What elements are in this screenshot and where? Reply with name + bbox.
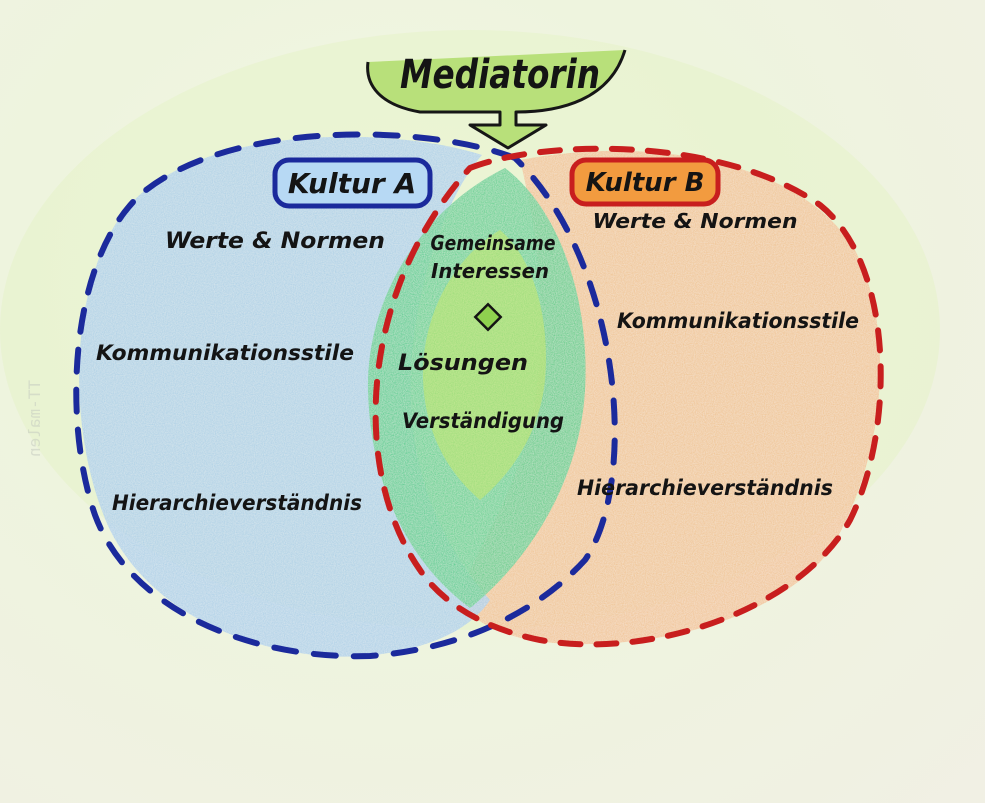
overlap-item-solutions: Lösungen bbox=[398, 351, 528, 376]
culture-a-item-communication: Kommunikationsstile bbox=[96, 341, 354, 365]
culture-a-item-hierarchy: Hierarchieverständnis bbox=[112, 491, 362, 515]
overlap-item-understanding: Verständigung bbox=[402, 409, 564, 433]
culture-b-outline bbox=[372, 145, 884, 648]
culture-b-title-box bbox=[569, 157, 721, 207]
overlap-highlight bbox=[422, 230, 546, 500]
mediator-label: Mediatorin bbox=[400, 52, 600, 98]
culture-b-item-communication: Kommunikationsstile bbox=[617, 309, 859, 333]
culture-b-title: Kultur B bbox=[586, 168, 705, 198]
culture-a-fill bbox=[79, 136, 490, 657]
culture-b-item-hierarchy: Hierarchieverständnis bbox=[577, 476, 833, 500]
overlap-item-shared: Gemeinsame bbox=[431, 231, 556, 255]
culture-a-title: Kultur A bbox=[288, 167, 416, 200]
culture-a-title-box bbox=[272, 157, 433, 209]
overlap-diamond bbox=[473, 302, 503, 332]
mediator-arrow bbox=[366, 49, 627, 150]
culture-a-outline bbox=[73, 131, 618, 660]
culture-b-item-values: Werte & Normen bbox=[593, 209, 798, 233]
culture-a-item-values: Werte & Normen bbox=[165, 229, 385, 254]
overlap-item-interests: Interessen bbox=[431, 259, 549, 283]
margin-watermark: TT-malen bbox=[25, 380, 44, 457]
